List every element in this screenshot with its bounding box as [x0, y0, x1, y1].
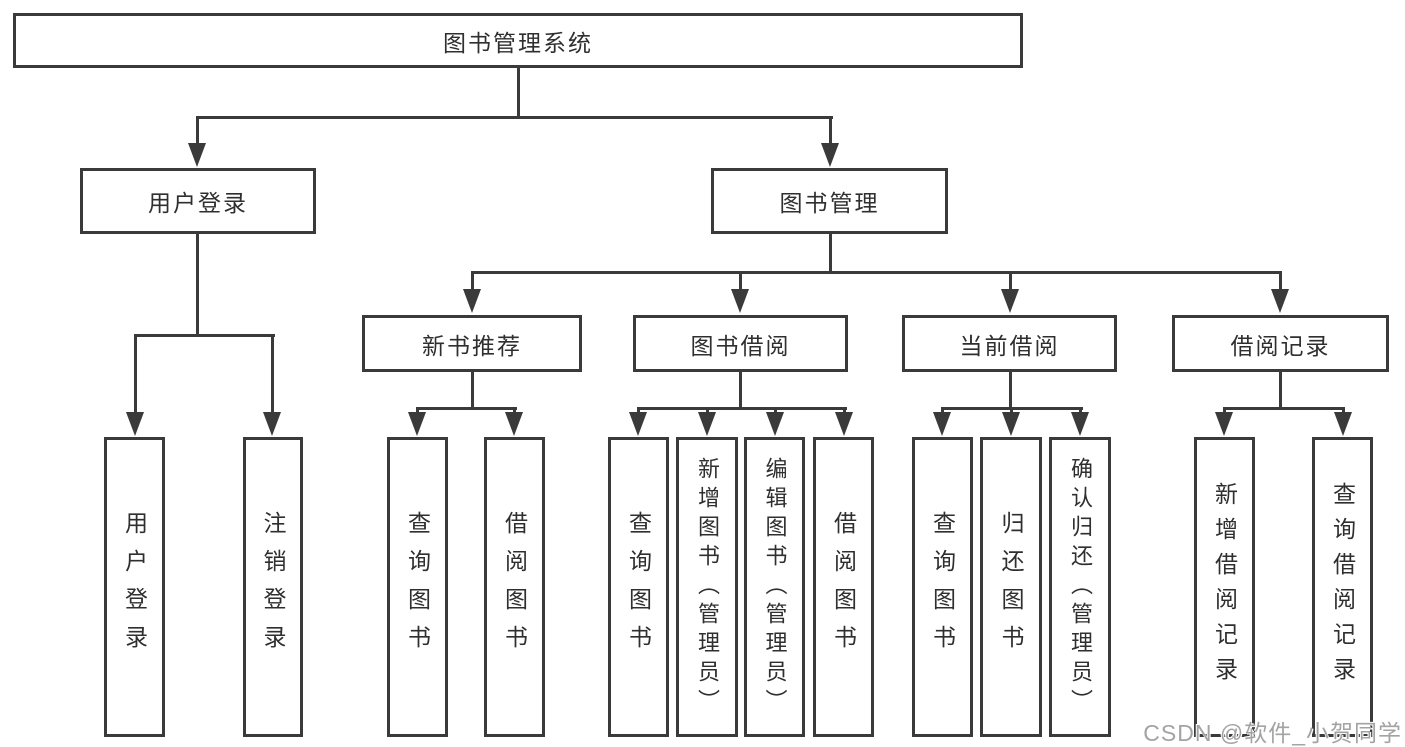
node-current-borrow: 当前借阅 — [902, 315, 1117, 372]
arrowhead — [821, 143, 839, 167]
connector — [739, 271, 742, 291]
leaf-return-books-label: 归还图书 — [998, 511, 1024, 663]
node-borrow-records-label: 借阅记录 — [1230, 332, 1331, 359]
node-book-management-label: 图书管理 — [779, 190, 880, 216]
arrowhead — [1271, 289, 1289, 313]
node-current-borrow-label: 当前借阅 — [959, 332, 1060, 359]
arrowhead — [766, 412, 784, 436]
connector — [471, 271, 1282, 274]
leaf-query-books-recommend-label: 查询图书 — [404, 511, 431, 663]
connector — [196, 116, 199, 145]
arrowhead — [263, 412, 281, 436]
leaf-borrow-books-recommend-label: 借阅图书 — [501, 511, 528, 663]
connector — [1223, 407, 1226, 415]
connector — [471, 271, 474, 291]
leaf-user-login-label: 用户登录 — [121, 511, 148, 663]
connector — [1279, 372, 1282, 409]
node-user-login: 用户登录 — [80, 168, 316, 234]
leaf-add-books-admin-label: 新增图书（管理员） — [695, 456, 720, 718]
csdn-watermark: CSDN @软件_小贺同学 — [1143, 720, 1402, 746]
connector — [1079, 407, 1082, 415]
arrowhead — [1215, 412, 1233, 436]
connector — [774, 407, 777, 415]
leaf-query-borrow-record: 查询借阅记录 — [1312, 437, 1373, 737]
connector — [271, 334, 274, 414]
leaf-query-borrow-record-label: 查询借阅记录 — [1329, 482, 1356, 692]
leaf-add-borrow-record: 新增借阅记录 — [1194, 437, 1255, 737]
connector — [513, 407, 516, 415]
leaf-add-books-admin: 新增图书（管理员） — [676, 437, 738, 737]
leaf-confirm-return-admin: 确认归还（管理员） — [1049, 437, 1111, 737]
node-user-login-label: 用户登录 — [148, 190, 248, 216]
connector — [843, 407, 846, 415]
arrowhead — [835, 412, 853, 436]
leaf-query-books-borrow-label: 查询图书 — [625, 511, 652, 663]
connector — [197, 116, 833, 119]
connector — [196, 234, 199, 336]
leaf-query-books-current-label: 查询图书 — [929, 511, 956, 663]
connector — [1009, 372, 1012, 409]
arrowhead — [629, 412, 647, 436]
arrowhead — [126, 412, 144, 436]
connector — [706, 407, 709, 415]
node-root: 图书管理系统 — [13, 13, 1023, 68]
connector — [739, 372, 742, 409]
arrowhead — [505, 412, 523, 436]
connector — [517, 68, 520, 118]
connector — [134, 334, 275, 337]
leaf-add-borrow-record-label: 新增借阅记录 — [1211, 482, 1238, 692]
leaf-query-books-recommend: 查询图书 — [387, 437, 448, 737]
arrowhead — [698, 412, 716, 436]
arrowhead — [933, 412, 951, 436]
leaf-edit-books-admin-label: 编辑图书（管理员） — [762, 456, 788, 718]
node-book-borrow-label: 图书借阅 — [690, 332, 791, 359]
connector — [1009, 271, 1012, 291]
leaf-edit-books-admin: 编辑图书（管理员） — [744, 437, 805, 737]
node-book-borrow: 图书借阅 — [633, 315, 848, 372]
arrowhead — [463, 289, 481, 313]
node-book-management: 图书管理 — [711, 168, 948, 234]
connector — [941, 407, 944, 415]
leaf-borrow-books: 借阅图书 — [813, 437, 874, 737]
leaf-query-books-borrow: 查询图书 — [608, 437, 669, 737]
connector — [1279, 271, 1282, 291]
arrowhead — [1071, 412, 1089, 436]
connector — [829, 116, 832, 145]
connector — [134, 334, 137, 414]
node-new-book-recommend: 新书推荐 — [362, 315, 582, 372]
leaf-borrow-books-label: 借阅图书 — [830, 511, 857, 663]
connector — [637, 407, 640, 415]
arrowhead — [188, 143, 206, 167]
arrowhead — [1334, 412, 1352, 436]
leaf-query-books-current: 查询图书 — [912, 437, 973, 737]
leaf-logout-label: 注销登录 — [260, 511, 286, 663]
connector — [416, 407, 517, 410]
leaf-confirm-return-admin-label: 确认归还（管理员） — [1068, 456, 1093, 718]
connector — [829, 234, 832, 273]
connector — [637, 407, 847, 410]
node-borrow-records: 借阅记录 — [1172, 315, 1389, 372]
arrowhead — [1001, 289, 1019, 313]
connector — [471, 372, 474, 409]
node-root-label: 图书管理系统 — [443, 29, 593, 56]
arrowhead — [408, 412, 426, 436]
connector — [1010, 407, 1013, 415]
connector — [1223, 407, 1345, 410]
leaf-user-login: 用户登录 — [104, 437, 165, 737]
connector — [1342, 407, 1345, 415]
arrowhead — [1002, 412, 1020, 436]
arrowhead — [731, 289, 749, 313]
leaf-logout: 注销登录 — [243, 437, 303, 737]
connector — [416, 407, 419, 415]
leaf-borrow-books-recommend: 借阅图书 — [484, 437, 545, 737]
node-new-book-recommend-label: 新书推荐 — [422, 332, 522, 359]
leaf-return-books: 归还图书 — [980, 437, 1042, 737]
